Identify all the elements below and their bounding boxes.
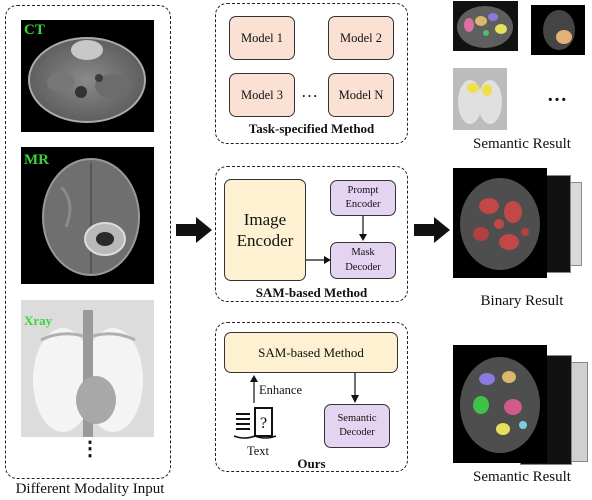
modality-ellipsis: ⋮ <box>80 438 100 460</box>
modality-input-caption: Different Modality Input <box>15 481 165 497</box>
ours-panel <box>215 322 408 472</box>
semantic-decoder-box: Semantic Decoder <box>324 404 390 448</box>
binary-result-image <box>453 168 547 278</box>
model-3-box: Model 3 <box>229 73 295 117</box>
model-n-box: Model N <box>328 73 394 117</box>
mr-semantic-result-image <box>531 5 585 55</box>
sam-flow-arrows <box>306 216 367 264</box>
bottom-semantic-result-caption: Semantic Result <box>473 469 571 485</box>
xray-semantic-result-image <box>453 68 507 130</box>
ct-semantic-result-image <box>453 1 518 51</box>
binary-result-caption: Binary Result <box>480 293 564 309</box>
ct-label: CT <box>24 22 45 38</box>
text-book-icon: ? <box>233 407 277 439</box>
output-arrow-icon <box>414 217 450 243</box>
ours-flow-arrows <box>250 373 359 403</box>
models-ellipsis: … <box>301 82 318 101</box>
ours-sam-method-box: SAM-based Method <box>224 332 398 373</box>
mr-scan-image <box>21 147 154 284</box>
ct-scan-image <box>21 20 154 132</box>
enhance-label: Enhance <box>259 383 303 397</box>
mask-decoder-box: Mask Decoder <box>330 242 396 279</box>
ours-caption: Ours <box>297 456 326 471</box>
xray-label: Xray <box>24 313 53 328</box>
mr-label: MR <box>24 152 49 168</box>
sam-based-caption: SAM-based Method <box>255 285 368 300</box>
model-2-box: Model 2 <box>328 16 394 60</box>
top-semantic-result-caption: Semantic Result <box>473 136 571 152</box>
image-encoder-box: Image Encoder <box>224 179 306 281</box>
xray-image <box>21 300 154 437</box>
text-label: Text <box>247 444 270 458</box>
task-specified-caption: Task-specified Method <box>248 121 375 136</box>
semantic-result-image <box>453 345 547 463</box>
input-arrow-icon <box>176 217 212 243</box>
modality-input-panel <box>5 5 171 479</box>
task-specified-panel <box>215 3 408 144</box>
sam-based-panel <box>215 166 408 302</box>
results-ellipsis: … <box>547 84 567 106</box>
model-1-box: Model 1 <box>229 16 295 60</box>
prompt-encoder-box: Prompt Encoder <box>330 180 396 216</box>
svg-text:?: ? <box>260 415 267 432</box>
